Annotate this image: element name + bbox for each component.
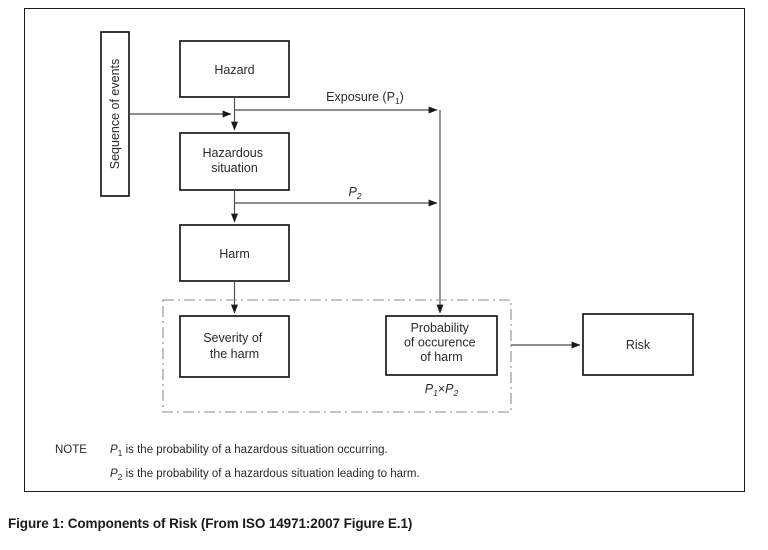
edge-label-exposure-text: Exposure (P: [326, 90, 395, 104]
node-severity-line-1: Severity of: [203, 331, 263, 345]
connector-p2: P2: [234, 185, 438, 207]
note-line-1-symbol: P: [110, 444, 118, 456]
product-p1-sub: 1: [433, 388, 438, 398]
product-p1: P: [425, 382, 434, 396]
node-harm-label: Harm: [219, 247, 250, 261]
node-severity-line-2: the harm: [210, 347, 259, 361]
product-p2-sub: 2: [453, 388, 459, 398]
figure-caption: Figure 1: Components of Risk (From ISO 1…: [8, 516, 413, 531]
note-block: NOTE P1 is the probability of a hazardou…: [55, 444, 420, 482]
product-p2: P: [445, 382, 454, 396]
node-probability-line-1: Probability: [411, 321, 470, 335]
figure-frame: [24, 8, 745, 492]
node-hazard-label: Hazard: [214, 63, 254, 77]
node-risk: Risk: [582, 313, 694, 376]
node-probability-line-3: of harm: [420, 350, 462, 364]
note-line-1-sub: 1: [118, 448, 123, 458]
sequence-of-events-label: Sequence of events: [108, 59, 122, 170]
node-hazardous-situation-line-1: Hazardous: [203, 146, 263, 160]
node-hazardous-situation-label: Hazardous situation: [203, 146, 267, 175]
edge-label-exposure-sub: 1: [395, 96, 400, 106]
node-probability-label: Probability of occurence of harm: [404, 321, 479, 364]
node-hazardous-situation-line-2: situation: [211, 161, 258, 175]
note-line-1-text: is the probability of a hazardous situat…: [122, 444, 387, 456]
edge-label-p2-sub: 2: [356, 191, 362, 201]
note-line-2-sub: 2: [118, 472, 123, 482]
node-severity-of-harm-label: Severity of the harm: [203, 331, 266, 361]
probability-product-label: P1×P2: [425, 382, 459, 398]
node-risk-label: Risk: [626, 338, 651, 352]
note-line-1: P1 is the probability of a hazardous sit…: [110, 444, 388, 458]
node-harm: Harm: [179, 224, 290, 282]
edge-label-exposure: Exposure (P1): [326, 90, 404, 106]
note-line-2-text: is the probability of a hazardous situat…: [122, 468, 419, 480]
note-line-2: P2 is the probability of a hazardous sit…: [110, 468, 420, 482]
node-hazard: Hazard: [179, 40, 290, 98]
note-line-2-symbol: P: [110, 468, 118, 480]
node-hazardous-situation: Hazardous situation: [179, 132, 290, 191]
node-severity-of-harm: Severity of the harm: [179, 315, 290, 378]
product-times: ×: [438, 382, 445, 396]
node-probability-line-2: of occurence: [404, 336, 476, 350]
edge-label-p2-symbol: P: [348, 185, 357, 199]
edge-label-p2: P2: [348, 185, 361, 201]
sequence-of-events-box: Sequence of events: [100, 31, 130, 197]
connector-exposure-p1: Exposure (P1): [234, 90, 438, 114]
note-label: NOTE: [55, 444, 87, 456]
edge-label-exposure-tail: ): [400, 90, 404, 104]
node-probability-of-occurence-of-harm: Probability of occurence of harm P1×P2: [385, 315, 498, 398]
dashed-group-risk-components: [162, 299, 512, 413]
